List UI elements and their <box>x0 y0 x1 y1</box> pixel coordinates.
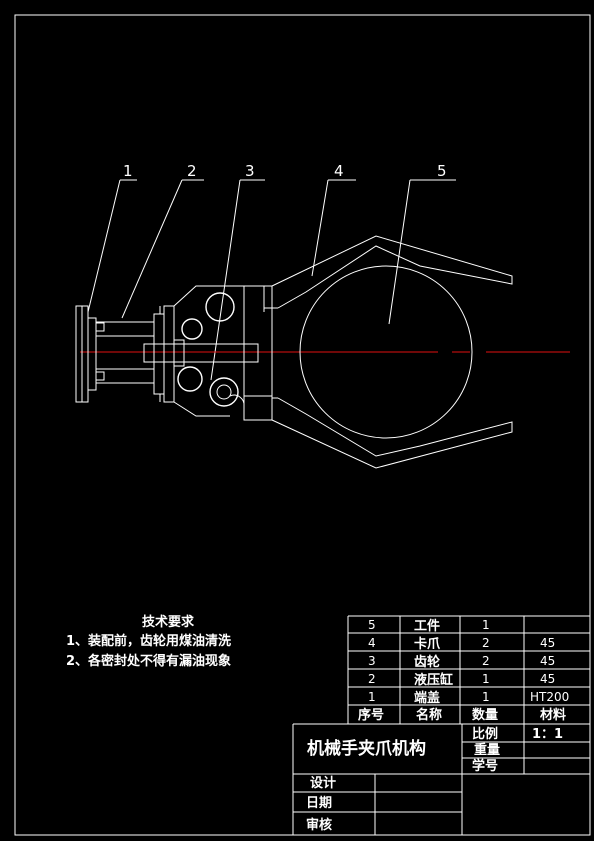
row-5-no: 5 <box>368 618 376 632</box>
scale-label: 比例 <box>472 726 498 742</box>
row-2-material: 45 <box>540 672 555 686</box>
tech-req-title: 技术要求 <box>142 614 195 630</box>
row-1-qty: 1 <box>482 690 490 704</box>
part-2-hydraulic-cylinder <box>95 305 175 403</box>
balloon-leaders: 1 2 3 4 5 <box>87 162 456 381</box>
tech-req-item-2: 2、各密封处不得有漏油现象 <box>66 653 231 669</box>
balloon-4: 4 <box>334 162 344 180</box>
parts-list-table: 5 工件 1 4 卡爪 2 45 3 齿轮 2 45 2 液压缸 1 45 1 … <box>347 615 590 774</box>
row-3-name: 齿轮 <box>414 654 440 670</box>
drawing-frame <box>14 14 591 836</box>
row-3-material: 45 <box>540 654 555 668</box>
row-4-material: 45 <box>540 636 555 650</box>
header-qty: 数量 <box>472 707 498 723</box>
row-4-no: 4 <box>368 636 376 650</box>
row-1-name: 端盖 <box>414 690 440 706</box>
date-label: 日期 <box>306 796 332 811</box>
row-2-qty: 1 <box>482 672 490 686</box>
piston-rod <box>143 339 259 367</box>
row-3-qty: 2 <box>482 654 490 668</box>
student-id-label: 学号 <box>472 758 498 774</box>
scale-value: 1：1 <box>532 727 563 742</box>
design-label: 设计 <box>310 775 336 791</box>
row-2-name: 液压缸 <box>414 672 453 688</box>
row-2-no: 2 <box>368 672 376 686</box>
row-5-qty: 1 <box>482 618 490 632</box>
row-1-material: HT200 <box>530 690 569 704</box>
title-block: 机械手夹爪机构 比例 1：1 重量 学号 设计 日期 审核 <box>292 723 590 835</box>
technical-requirements: 技术要求 1、装配前，齿轮用煤油清洗 2、各密封处不得有漏油现象 <box>66 614 231 669</box>
header-no: 序号 <box>358 707 384 723</box>
part-3-housing-gears <box>173 285 273 421</box>
part-4-lower-jaw <box>271 397 513 469</box>
row-4-name: 卡爪 <box>414 636 441 652</box>
header-name: 名称 <box>416 707 442 723</box>
balloon-1: 1 <box>123 162 133 180</box>
row-1-no: 1 <box>368 690 376 704</box>
row-5-name: 工件 <box>414 618 440 634</box>
weight-label: 重量 <box>474 742 500 758</box>
review-label: 审核 <box>306 817 332 833</box>
balloon-5: 5 <box>437 162 447 180</box>
tech-req-item-1: 1、装配前，齿轮用煤油清洗 <box>66 633 231 649</box>
part-1-end-cover <box>75 305 105 403</box>
part-4-upper-jaw <box>271 235 513 309</box>
drawing-title: 机械手夹爪机构 <box>307 738 426 759</box>
row-4-qty: 2 <box>482 636 490 650</box>
balloon-2: 2 <box>187 162 197 180</box>
row-3-no: 3 <box>368 654 376 668</box>
header-material: 材料 <box>540 707 566 723</box>
part-5-workpiece <box>299 265 473 439</box>
balloon-3: 3 <box>245 162 255 180</box>
